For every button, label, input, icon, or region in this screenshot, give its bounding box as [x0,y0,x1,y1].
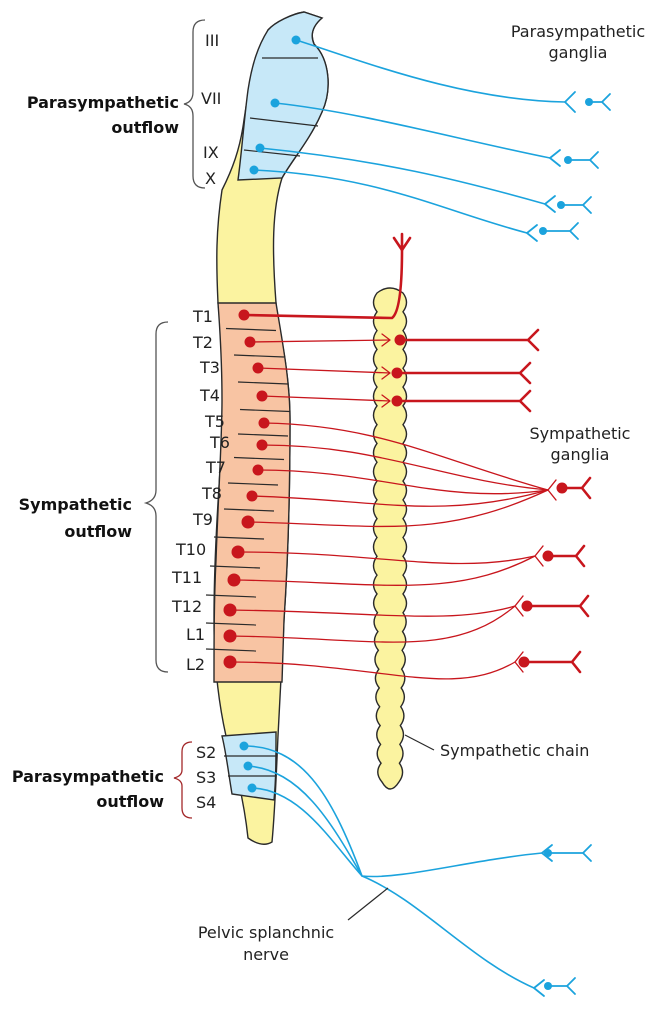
parasympathetic-ganglion [542,845,591,861]
segment-label-III: III [205,31,219,50]
sympathetic-ganglion [548,478,590,500]
cell-body-VII [271,99,280,108]
sympathetic-outflow-label-line2: outflow [64,522,132,541]
nerve-fibre-X [254,170,527,233]
segment-label-S4: S4 [196,793,216,812]
segment-label-T1: T1 [192,307,213,326]
nerve-fibre-III [296,40,565,102]
sacral-outflow-bracket [174,742,192,818]
cell-body-T3 [253,363,264,374]
cell-body-T2 [245,337,256,348]
segment-label-T3: T3 [199,358,220,377]
segment-label-S2: S2 [196,743,216,762]
nerve-fibre-S4 [252,788,534,988]
cell-body-T8 [247,491,258,502]
segment-label-VII: VII [201,89,221,108]
sympathetic-outflow-label-line1: Sympathetic [19,495,132,514]
cell-body-T7 [253,465,264,476]
segment-label-L1: L1 [186,625,205,644]
parasympathetic-outflow-label-bottom-line2: outflow [96,792,164,811]
pelvic-splanchnic-nerve-label-line1: Pelvic splanchnic [198,923,334,942]
parasympathetic-ganglia-label-line1: Parasympathetic [511,22,645,41]
segment-label-T9: T9 [192,510,213,529]
segment-label-T11: T11 [171,568,202,587]
parasympathetic-ganglion [550,150,598,168]
sacral-segment-labels: S2 S3 S4 [196,743,216,812]
chain-postganglionic-fibres [394,234,538,411]
segment-label-T2: T2 [192,333,213,352]
segment-label-L2: L2 [186,655,205,674]
ganglia-group [382,92,610,996]
segment-label-T5: T5 [204,412,225,431]
sympathetic-ganglion [515,652,580,672]
pelvic-splanchnic-nerve-leader [348,888,388,920]
segment-label-T12: T12 [171,597,202,616]
cell-body-IX [256,144,265,153]
nerve-fibre-IX [260,148,545,204]
segment-label-X: X [205,169,216,188]
cell-body-S3 [244,762,253,771]
parasympathetic-ganglion [527,223,578,241]
sympathetic-ganglia-label-line2: ganglia [551,445,610,464]
sympathetic-chain-label: Sympathetic chain [440,741,589,760]
cell-body-T1 [239,310,250,321]
pelvic-splanchnic-nerve-label-line2: nerve [243,945,289,964]
cell-body-S2 [240,742,249,751]
cell-body-III [292,36,301,45]
cell-body-T10 [232,546,245,559]
cell-body-T9 [242,516,255,529]
parasympathetic-outflow-label-top-line1: Parasympathetic [27,93,179,112]
parasympathetic-ganglion [565,92,610,112]
parasympathetic-outflow-label-bottom-line1: Parasympathetic [12,767,164,786]
segment-label-T7: T7 [205,458,226,477]
cell-body-T4 [257,391,268,402]
segment-label-T4: T4 [199,386,220,405]
segment-label-T8: T8 [201,484,222,503]
cell-body-T11 [228,574,241,587]
sympathetic-outflow-bracket [146,322,168,672]
sympathetic-ganglion [515,596,588,616]
sympathetic-ganglia-label-line1: Sympathetic [530,424,631,443]
segment-label-S3: S3 [196,768,216,787]
parasympathetic-ganglion [534,978,575,996]
parasympathetic-outflow-label-top-line2: outflow [111,118,179,137]
parasympathetic-ganglia-label-line2: ganglia [549,43,608,62]
cell-body-S4 [248,784,257,793]
segment-label-T6: T6 [209,433,230,452]
cell-body-L1 [224,630,237,643]
parasympathetic-ganglion [545,196,591,213]
cell-body-T5 [259,418,270,429]
sympathetic-chain-leader [405,735,434,750]
sympathetic-chain-shape [374,288,407,789]
sympathetic-ganglion [535,546,584,566]
cranial-segment-labels: III VII IX X [201,31,221,188]
segment-label-T10: T10 [175,540,206,559]
cell-body-T12 [224,604,237,617]
cell-body-L2 [224,656,237,669]
cell-body-T6 [257,440,268,451]
cell-body-X [250,166,259,175]
segment-label-IX: IX [203,143,219,162]
